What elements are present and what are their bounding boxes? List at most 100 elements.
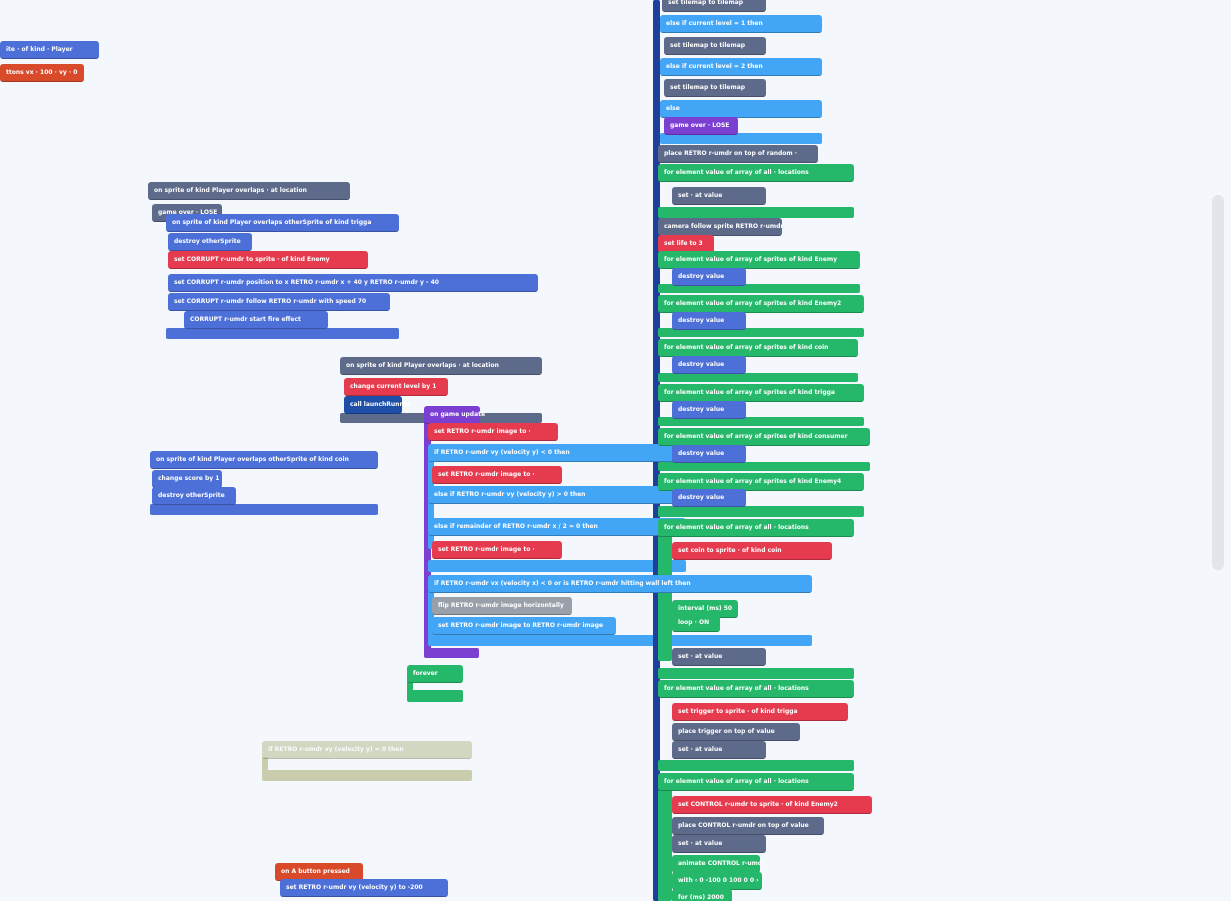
code-block[interactable]: for element value of array of all · loca… [658, 680, 854, 698]
code-block[interactable]: else if current level = 2 then [660, 58, 822, 76]
code-block[interactable]: for element value of array of all · loca… [658, 773, 854, 791]
code-block-label: destroy value [678, 317, 725, 324]
code-block[interactable]: set tilemap to tilemap [664, 37, 766, 55]
block-bracket [150, 504, 378, 515]
block-bracket [658, 373, 858, 382]
code-block[interactable]: set · at value [672, 648, 766, 666]
workspace-scrollbar-thumb[interactable] [1212, 195, 1224, 570]
code-block[interactable]: game over · LOSE [664, 117, 738, 135]
code-block[interactable]: if RETRO r-umdr vx (velocity x) < 0 or i… [428, 575, 812, 593]
code-block-label: camera follow sprite RETRO r-umdr [664, 223, 784, 230]
block-bracket [658, 207, 854, 218]
code-block[interactable]: flip RETRO r-umdr image horizontally [432, 597, 572, 615]
code-block[interactable]: set trigger to sprite · of kind trigga [672, 703, 848, 721]
code-block[interactable]: forever [407, 665, 463, 683]
code-block[interactable]: destroy value [672, 445, 746, 463]
code-block[interactable]: ite · of kind · Player [0, 41, 99, 59]
code-block[interactable]: on sprite of kind Player overlaps otherS… [150, 451, 378, 469]
code-block-label: for element value of array of all · loca… [664, 778, 809, 785]
code-block[interactable]: for element value of array of sprites of… [658, 339, 858, 357]
block-bracket [658, 760, 854, 771]
block-bracket [428, 635, 812, 646]
code-block[interactable]: for element value of array of sprites of… [658, 428, 870, 446]
code-block[interactable]: set CORRUPT r-umdr position to x RETRO r… [168, 274, 538, 292]
code-block[interactable]: for element value of array of sprites of… [658, 473, 864, 491]
code-block[interactable]: with ‹ 0 -100 0 100 0 0 › [672, 872, 762, 890]
code-block-label: set RETRO r-umdr vy (velocity y) to -200 [286, 884, 423, 891]
code-block[interactable]: set RETRO r-umdr vy (velocity y) to -200 [280, 879, 448, 897]
block-bracket [424, 648, 479, 658]
code-block[interactable]: set · at value [672, 187, 766, 205]
code-block-label: set trigger to sprite · of kind trigga [678, 708, 798, 715]
code-block[interactable]: destroy value [672, 356, 746, 374]
code-block-label: else if RETRO r-umdr vy (velocity y) > 0… [434, 491, 586, 498]
code-block[interactable]: call launchRunner [344, 396, 411, 414]
code-block[interactable]: animate CONTROL r-umdr [672, 855, 765, 873]
code-block[interactable]: else if remainder of RETRO r-umdr x / 2 … [428, 518, 686, 536]
code-block[interactable]: if RETRO r-umdr vy (velocity y) = 0 then [262, 741, 472, 759]
code-block-label: loop · ON [678, 619, 710, 626]
code-block[interactable]: for element value of array of all · loca… [658, 519, 854, 537]
code-block-label: if RETRO r-umdr vx (velocity x) < 0 or i… [434, 580, 691, 587]
code-block-label: on sprite of kind Player overlaps · at l… [346, 362, 499, 369]
code-block-label: place CONTROL r-umdr on top of value [678, 822, 809, 829]
code-block[interactable]: on sprite of kind Player overlaps · at l… [340, 357, 542, 375]
code-block-label: else if current level = 2 then [666, 63, 763, 70]
code-block[interactable]: set · at value [672, 835, 766, 853]
code-block[interactable]: loop · ON [672, 614, 720, 632]
code-block[interactable]: destroy value [672, 401, 746, 419]
code-block[interactable]: for element value of array of sprites of… [658, 295, 864, 313]
code-block[interactable]: for (ms) 2000 [672, 889, 732, 901]
code-block[interactable]: camera follow sprite RETRO r-umdr [658, 218, 784, 236]
code-block[interactable]: for element value of array of all · loca… [658, 164, 854, 182]
code-block[interactable]: else if current level = 1 then [660, 15, 822, 33]
code-block-label: for element value of array of sprites of… [664, 300, 842, 307]
code-block[interactable]: destroy otherSprite [152, 487, 236, 505]
code-block[interactable]: else [660, 100, 822, 118]
code-block[interactable]: set CORRUPT r-umdr follow RETRO r-umdr w… [168, 293, 390, 311]
code-block[interactable]: place trigger on top of value [672, 723, 800, 741]
code-block-label: for element value of array of all · loca… [664, 524, 809, 531]
code-block-label: flip RETRO r-umdr image horizontally [438, 602, 564, 609]
block-bracket [658, 462, 870, 471]
code-block-label: if RETRO r-umdr vy (velocity y) < 0 then [434, 449, 570, 456]
code-block[interactable]: for element value of array of sprites of… [658, 251, 860, 269]
code-block[interactable]: set RETRO r-umdr image to · [432, 466, 562, 484]
code-block[interactable]: set tilemap to tilemap [662, 0, 766, 12]
code-block-label: for element value of array of sprites of… [664, 478, 842, 485]
code-block[interactable]: change score by 1 [152, 470, 222, 488]
code-block-label: set RETRO r-umdr image to · [438, 471, 535, 478]
code-block[interactable]: set RETRO r-umdr image to · [428, 423, 558, 441]
code-block[interactable]: set CONTROL r-umdr to sprite · of kind E… [672, 796, 872, 814]
code-block-label: for element value of array of sprites of… [664, 256, 838, 263]
code-block[interactable]: on game update [424, 406, 485, 424]
code-block[interactable]: destroy otherSprite [168, 233, 252, 251]
code-block[interactable]: set · at value [672, 741, 766, 759]
code-block[interactable]: CORRUPT r-umdr start fire effect [184, 311, 328, 329]
code-block[interactable]: destroy value [672, 312, 746, 330]
code-block-label: set RETRO r-umdr image to · [434, 428, 531, 435]
block-bracket [407, 680, 413, 694]
code-block[interactable]: set RETRO r-umdr image to RETRO r-umdr i… [432, 617, 616, 635]
code-block[interactable]: set CORRUPT r-umdr to sprite · of kind E… [168, 251, 368, 269]
code-block[interactable]: set RETRO r-umdr image to · [432, 541, 562, 559]
code-block[interactable]: on sprite of kind Player overlaps · at l… [148, 182, 350, 200]
code-block[interactable]: change current level by 1 [344, 378, 448, 396]
code-block[interactable]: set tilemap to tilemap [664, 79, 766, 97]
code-block[interactable]: set coin to sprite · of kind coin [672, 542, 832, 560]
code-block[interactable]: for element value of array of sprites of… [658, 384, 864, 402]
code-block-label: destroy otherSprite [158, 492, 225, 499]
code-block[interactable]: place RETRO r-umdr on top of random · [658, 145, 818, 163]
code-block[interactable]: on sprite of kind Player overlaps otherS… [166, 214, 399, 232]
code-block[interactable]: place CONTROL r-umdr on top of value [672, 817, 824, 835]
code-block[interactable]: destroy value [672, 489, 746, 507]
code-block[interactable]: ttons vx · 100 · vy · 0 [0, 64, 84, 82]
code-block[interactable]: destroy value [672, 268, 746, 286]
code-block[interactable]: if RETRO r-umdr vy (velocity y) < 0 then [428, 444, 686, 462]
code-block[interactable]: else if RETRO r-umdr vy (velocity y) > 0… [428, 486, 686, 504]
code-block-label: set · at value [678, 840, 723, 847]
code-block-label: for (ms) 2000 [678, 894, 724, 901]
code-block-label: CORRUPT r-umdr start fire effect [190, 316, 301, 323]
code-block-label: set CORRUPT r-umdr follow RETRO r-umdr w… [174, 298, 367, 305]
